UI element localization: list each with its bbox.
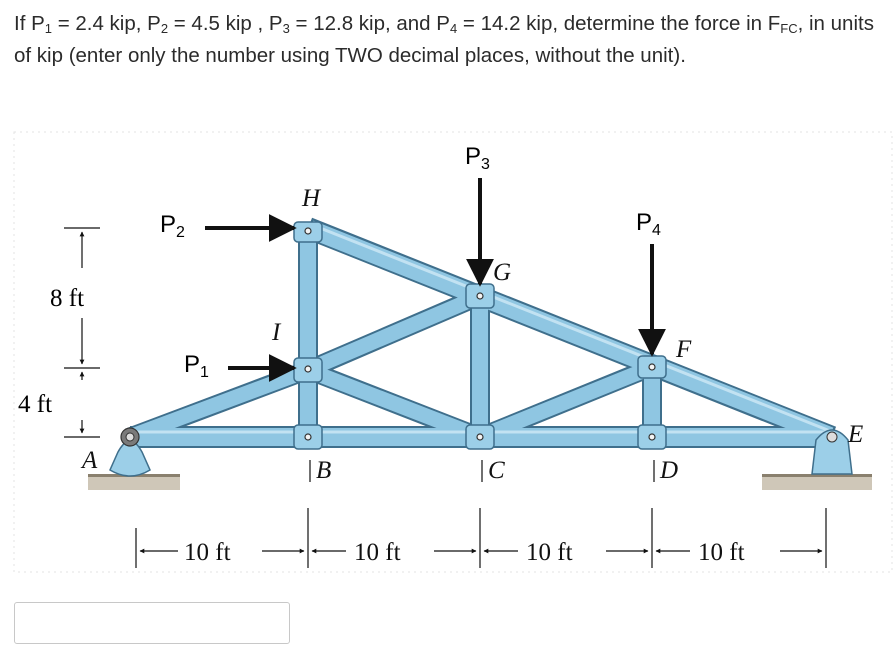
dim-horizontal bbox=[135, 508, 827, 568]
dim-4ft-label: 4 ft bbox=[18, 391, 52, 418]
dim-8ft-label: 8 ft bbox=[50, 285, 84, 312]
dim-span-3: 10 ft bbox=[526, 539, 573, 566]
joint-label-D: D bbox=[659, 457, 678, 484]
label-P1: P1 bbox=[184, 351, 209, 381]
joint-label-H: H bbox=[301, 185, 322, 212]
dim-vertical bbox=[64, 227, 100, 438]
dim-span-4: 10 ft bbox=[698, 539, 745, 566]
label-P2: P2 bbox=[160, 211, 185, 241]
label-P4: P4 bbox=[636, 209, 661, 239]
support-A bbox=[109, 427, 151, 477]
joint-label-I: I bbox=[271, 319, 282, 346]
dim-span-2: 10 ft bbox=[354, 539, 401, 566]
joint-label-B: B bbox=[316, 457, 331, 484]
joint-label-A: A bbox=[80, 447, 98, 474]
joint-label-E: E bbox=[847, 421, 863, 448]
joint-label-C: C bbox=[488, 457, 505, 484]
truss-figure: P2 P1 P3 P4 H I G F E A B C D 8 ft 4 ft bbox=[0, 128, 896, 578]
answer-input[interactable] bbox=[14, 602, 290, 644]
support-E bbox=[811, 429, 853, 475]
label-P3: P3 bbox=[465, 143, 490, 173]
ground-right bbox=[762, 474, 872, 490]
joint-label-G: G bbox=[493, 259, 511, 286]
question-text: If P1 = 2.4 kip, P2 = 4.5 kip , P3 = 12.… bbox=[14, 12, 874, 67]
figure-frame bbox=[13, 131, 893, 573]
joint-label-F: F bbox=[675, 336, 692, 363]
dim-span-1: 10 ft bbox=[184, 539, 231, 566]
